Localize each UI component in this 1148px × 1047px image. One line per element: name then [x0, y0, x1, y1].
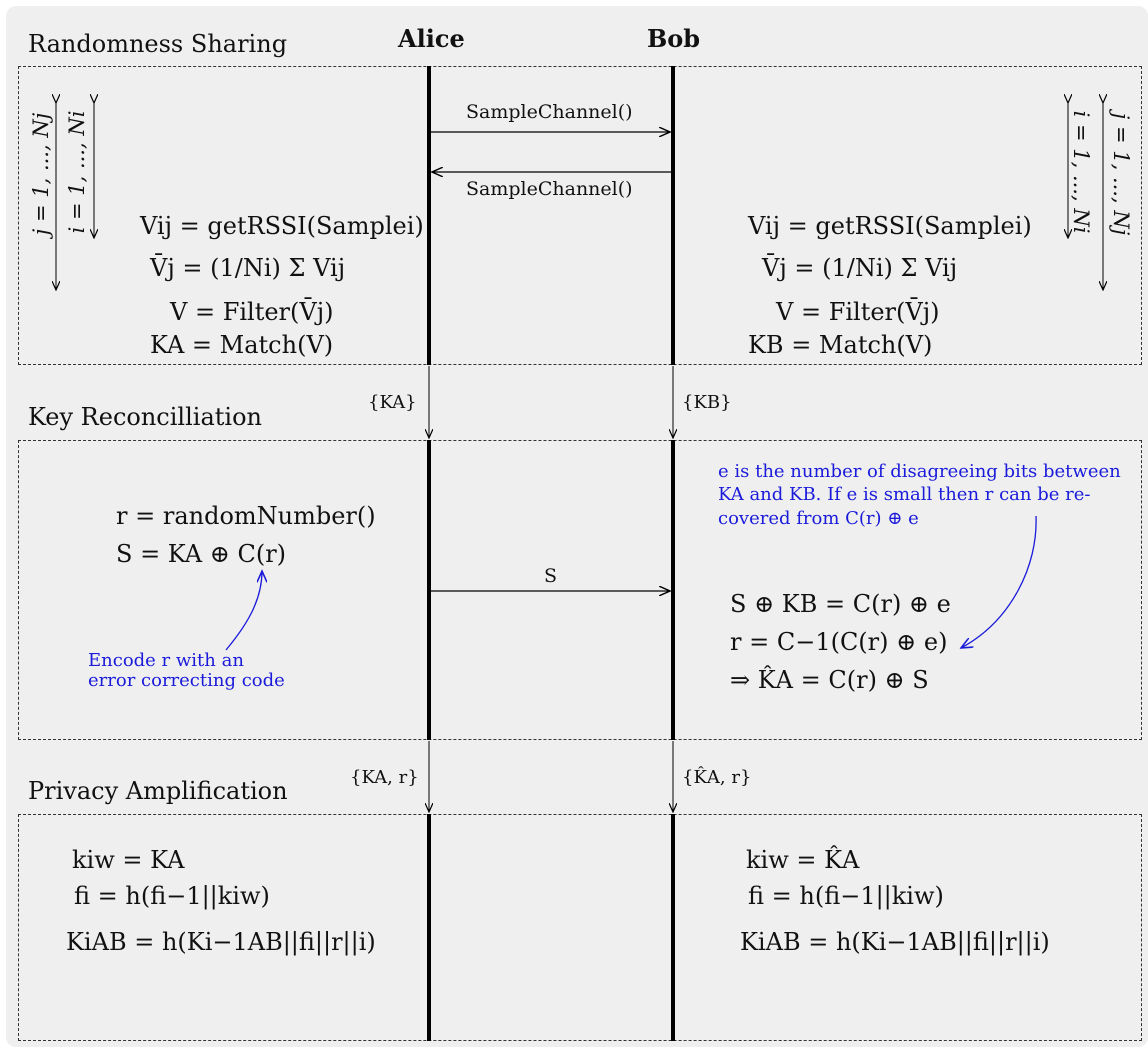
alice-transition-1: {KA} — [368, 392, 417, 413]
bob-recon-eq2: r = C−1(C(r) ⊕ e) — [730, 628, 948, 656]
alice-recon-note-line2: error correcting code — [88, 670, 285, 691]
section-title-reconciliation: Key Reconcilliation — [28, 403, 262, 431]
alice-lifeline-1 — [427, 66, 431, 365]
alice-rand-eq2: V̄j = (1/Ni) Σ Vij — [150, 254, 346, 282]
bob-privacy-eq2: fi = h(fi−1||kiw) — [748, 882, 944, 910]
bob-privacy-eq1: kiw = K̂A — [746, 846, 860, 874]
loop-j-label-left: j = 1, ..., Nj — [29, 112, 53, 236]
alice-recon-eq1: r = randomNumber() — [116, 502, 376, 530]
alice-recon-note-line1: Encode r with an — [88, 650, 244, 671]
alice-lifeline-2 — [427, 440, 431, 740]
protocol-diagram: Alice Bob Randomness Sharing Key Reconci… — [6, 6, 1148, 1047]
bob-recon-note-line2: KA and KB. If e is small then r can be r… — [718, 484, 1091, 505]
bob-privacy-eq3: KiAB = h(Ki−1AB||fi||r||i) — [740, 928, 1050, 956]
alice-rand-eq3: V = Filter(V̄j) — [170, 298, 334, 326]
alice-privacy-eq1: kiw = KA — [72, 846, 185, 874]
alice-header: Alice — [398, 24, 465, 53]
bob-rand-eq3: V = Filter(V̄j) — [776, 298, 940, 326]
alice-rand-eq1: Vij = getRSSI(Samplei) — [140, 212, 424, 240]
bob-rand-eq1: Vij = getRSSI(Samplei) — [748, 212, 1032, 240]
bob-header: Bob — [647, 24, 701, 53]
section-title-randomness: Randomness Sharing — [28, 30, 288, 58]
alice-transition-2: {KA, r} — [350, 767, 419, 788]
bob-lifeline-1 — [671, 66, 675, 365]
alice-rand-eq4: KA = Match(V) — [150, 331, 334, 359]
bob-transition-2: {K̂A, r} — [682, 767, 752, 788]
bob-recon-eq3: ⇒ K̂A = C(r) ⊕ S — [730, 666, 929, 694]
section-title-privacy: Privacy Amplification — [28, 777, 288, 805]
bob-recon-note-line3: covered from C(r) ⊕ e — [718, 508, 919, 529]
note-curve-alice — [225, 571, 262, 651]
alice-lifeline-3 — [427, 814, 431, 1041]
msg-s-to-bob: S — [544, 565, 558, 587]
bob-transition-1: {KB} — [682, 392, 732, 413]
randomness-box — [18, 66, 1142, 365]
alice-privacy-eq3: KiAB = h(Ki−1AB||fi||r||i) — [66, 928, 376, 956]
note-curve-bob — [961, 515, 1037, 648]
bob-recon-note-line1: e is the number of disagreeing bits betw… — [718, 461, 1121, 482]
loop-i-label-left: i = 1, ..., Ni — [65, 110, 89, 234]
loop-j-label-right: j = 1, ..., Nj — [1109, 112, 1133, 236]
loop-i-label-right: i = 1, ..., Ni — [1069, 110, 1093, 234]
alice-recon-eq2: S = KA ⊕ C(r) — [116, 540, 287, 568]
bob-rand-eq2: V̄j = (1/Ni) Σ Vij — [762, 254, 958, 282]
privacy-box — [18, 814, 1142, 1041]
bob-lifeline-2 — [671, 440, 675, 740]
msg-sample-to-bob: SampleChannel() — [466, 101, 633, 123]
bob-lifeline-3 — [671, 814, 675, 1041]
alice-privacy-eq2: fi = h(fi−1||kiw) — [74, 882, 270, 910]
msg-sample-to-alice: SampleChannel() — [466, 178, 633, 200]
bob-rand-eq4: KB = Match(V) — [748, 331, 933, 359]
arrows-layer — [6, 6, 1148, 1047]
reconciliation-box — [18, 440, 1142, 740]
bob-recon-eq1: S ⊕ KB = C(r) ⊕ e — [730, 590, 951, 618]
